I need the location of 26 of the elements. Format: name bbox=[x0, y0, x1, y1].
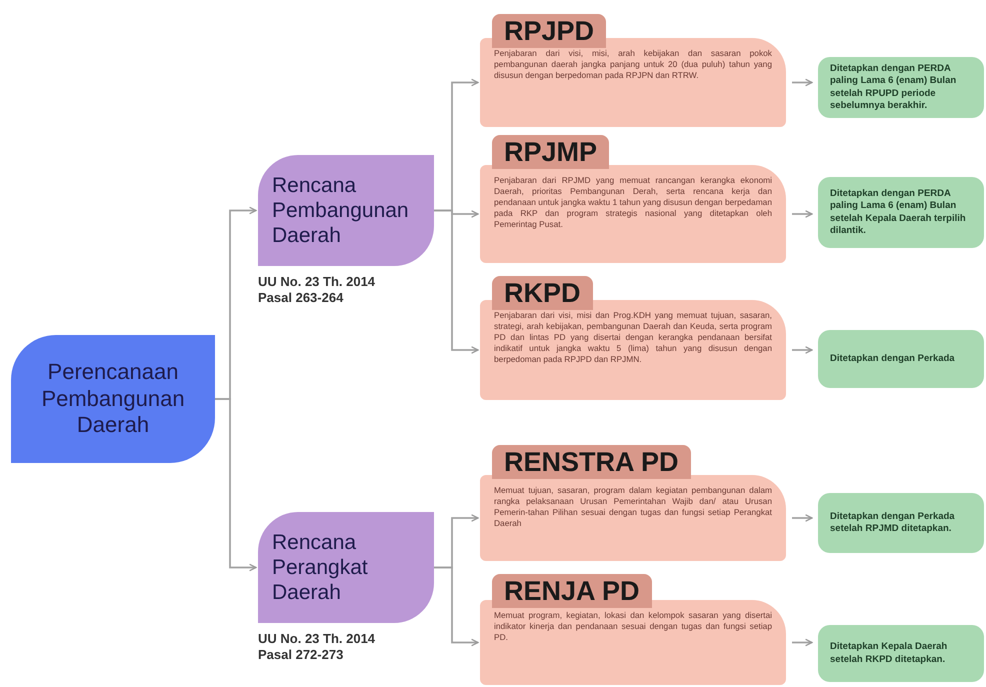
heading-tab: RKPD bbox=[492, 276, 593, 310]
arrow bbox=[792, 638, 813, 646]
arrow bbox=[434, 210, 479, 354]
result-box: Ditetapkan dengan PERDA paling Lama 6 (enam) Bulan setelah Kepala Daerah terpilih dilantik. bbox=[818, 177, 984, 248]
heading-tab: RENJA PD bbox=[492, 574, 652, 608]
legal-reference-text: UU No. 23 Th. 2014 Pasal 272-273 bbox=[258, 631, 376, 664]
legal-reference-text: UU No. 23 Th. 2014 Pasal 263-264 bbox=[258, 274, 376, 306]
description-panel: Memuat program, kegiatan, lokasi dan kelompok sasaran yang disertai indikator kinerja dan pendanaan sesuai dengan tugas dan fungsi setiap PD. bbox=[480, 600, 786, 685]
arrow bbox=[434, 566, 479, 646]
heading-tab: RENSTRA PD bbox=[492, 445, 691, 479]
arrow bbox=[792, 514, 813, 522]
description-panel: Memuat tujuan, sasaran, program dalam kegiatan pembangunan dalam rangka pelaksanaan Urusan Pemerintahan Wajib dan/ atau Urusan Pemerin-tahan Pilihan sesuai dengan tugas dan fungsi setiap Perangkat Daerah bbox=[480, 475, 786, 561]
heading-tab: RPJPD bbox=[492, 14, 606, 48]
description-panel: Penjabaran dari RPJMD yang memuat rancangan kerangka ekonomi Daerah, prioritas Pembangunan Derah, serta rencana kerja dan pendanaan untuk jangka waktu 1 tahun yang disusun dengan berpedaman pada RKP dan program strategis nasional yang ditetapkan oleh Pemerintag Pusat. bbox=[480, 165, 786, 263]
topic-box: Perencanaan Pembangunan Daerah bbox=[11, 335, 215, 463]
heading-tab: RPJMP bbox=[492, 135, 610, 169]
topic-box: Rencana Perangkat Daerah bbox=[258, 512, 434, 623]
arrow bbox=[215, 398, 257, 572]
result-box: Ditetapkan dengan Perkada setelah RPJMD ditetapkan. bbox=[818, 493, 984, 553]
topic-box: Rencana Pembangunan Daerah bbox=[258, 155, 434, 266]
arrow bbox=[792, 346, 813, 354]
arrow bbox=[792, 78, 813, 86]
result-box: Ditetapkan dengan PERDA paling Lama 6 (enam) Bulan setelah RPUPD periode sebelumnya berakhir. bbox=[818, 57, 984, 118]
result-box: Ditetapkan Kepala Daerah setelah RKPD ditetapkan. bbox=[818, 625, 984, 682]
arrow bbox=[792, 210, 813, 218]
result-box: Ditetapkan dengan Perkada bbox=[818, 330, 984, 388]
